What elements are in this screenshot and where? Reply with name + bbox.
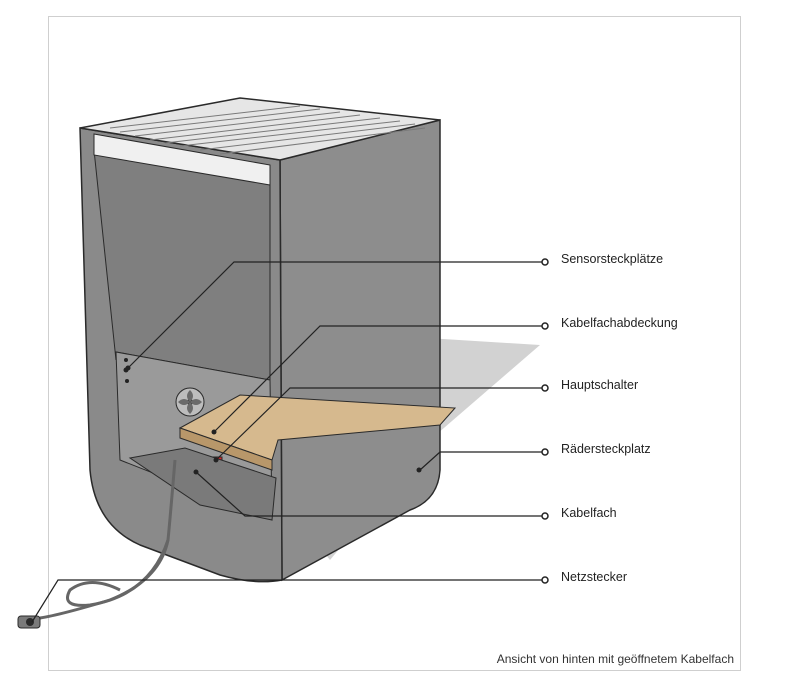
sensor-slot (124, 358, 128, 362)
top-light-strip (93, 133, 271, 186)
callout-origin-dots (125, 365, 219, 475)
callout-label-plug: Netzstecker (561, 570, 627, 584)
callout-label-switch: Hauptschalter (561, 378, 639, 392)
power-cable (66, 539, 170, 607)
grille-lines (109, 105, 426, 155)
callout-label-wheel: Rädersteckplatz (561, 442, 651, 456)
power-plug-icon (17, 615, 41, 629)
cable-cover-board-edge (179, 427, 273, 471)
callout-label-sensor: Sensorsteckplätze (561, 252, 664, 266)
right-side-panel (279, 119, 441, 582)
fan-icon (175, 387, 205, 417)
callout-dots (541, 258, 549, 584)
cable-tray (128, 447, 277, 521)
callout-lines (31, 261, 545, 623)
figure-frame (48, 16, 741, 671)
top-grille (79, 97, 441, 161)
wheel-slot (416, 467, 422, 473)
callout-label-cover: Kabelfachabdeckung (561, 316, 678, 330)
upper-panel (93, 149, 271, 381)
sensor-slot (125, 379, 129, 383)
callout-label-compartment: Kabelfach (561, 506, 617, 520)
figure-caption: Ansicht von hinten mit geöffnetem Kabelf… (496, 652, 734, 666)
